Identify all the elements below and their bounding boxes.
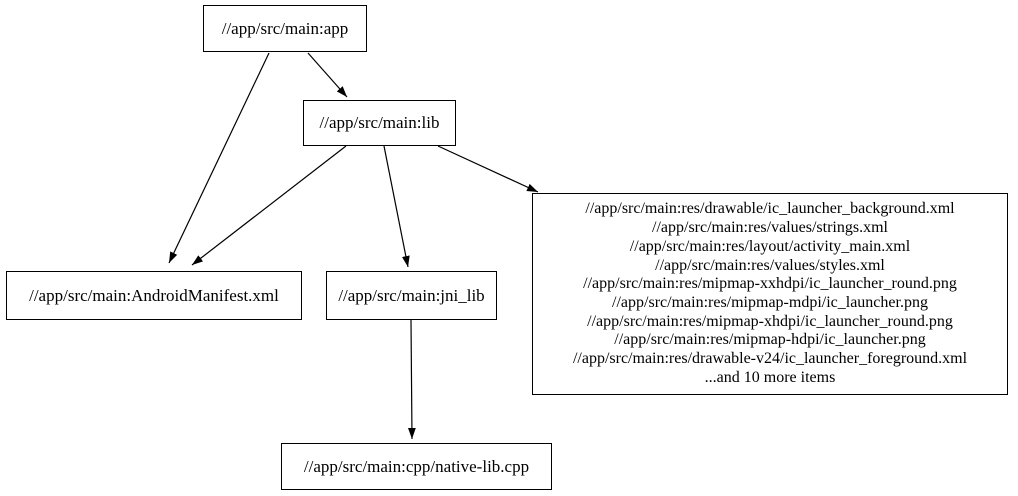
- node-jni-lib-label: //app/src/main:jni_lib: [338, 285, 485, 305]
- res-group-more-items: ...and 10 more items: [704, 368, 836, 386]
- edge-lib-to-manifest: [191, 145, 347, 266]
- node-app-label: //app/src/main:app: [221, 18, 349, 38]
- edge-lib-to-res-group: [437, 145, 539, 193]
- res-group-line: //app/src/main:res/mipmap-mdpi/ic_launch…: [612, 294, 928, 311]
- edge-jni-lib-to-native-lib-cpp: [408, 319, 416, 440]
- node-native-lib-cpp: //app/src/main:cpp/native-lib.cpp: [281, 443, 552, 490]
- node-android-manifest-label: //app/src/main:AndroidManifest.xml: [29, 285, 279, 305]
- res-group-line: //app/src/main:res/mipmap-xhdpi/ic_launc…: [587, 312, 953, 330]
- res-group-line: //app/src/main:res/values/styles.xml: [655, 256, 885, 274]
- node-lib-label: //app/src/main:lib: [319, 113, 440, 132]
- node-lib: //app/src/main:lib: [303, 100, 456, 146]
- edge-app-to-lib: [307, 52, 348, 98]
- node-native-lib-cpp-label: //app/src/main:cpp/native-lib.cpp: [303, 456, 530, 476]
- res-group-line: //app/src/main:res/drawable/ic_launcher_…: [585, 200, 955, 218]
- edge-lib-to-jni-lib: [383, 145, 410, 268]
- res-group-line: //app/src/main:res/drawable-v24/ic_launc…: [572, 350, 968, 368]
- res-group-line: //app/src/main:res/values/strings.xml: [652, 219, 888, 237]
- res-group-line: //app/src/main:res/layout/activity_main.…: [629, 237, 911, 255]
- node-jni-lib: //app/src/main:jni_lib: [326, 271, 497, 320]
- node-res-group: //app/src/main:res/drawable/ic_launcher_…: [532, 193, 1008, 395]
- node-android-manifest: //app/src/main:AndroidManifest.xml: [6, 271, 302, 320]
- edge-app-to-manifest: [168, 52, 270, 264]
- res-group-line: //app/src/main:res/mipmap-xxhdpi/ic_laun…: [583, 275, 957, 293]
- res-group-line: //app/src/main:res/mipmap-hdpi/ic_launch…: [614, 331, 926, 349]
- node-app: //app/src/main:app: [203, 5, 367, 52]
